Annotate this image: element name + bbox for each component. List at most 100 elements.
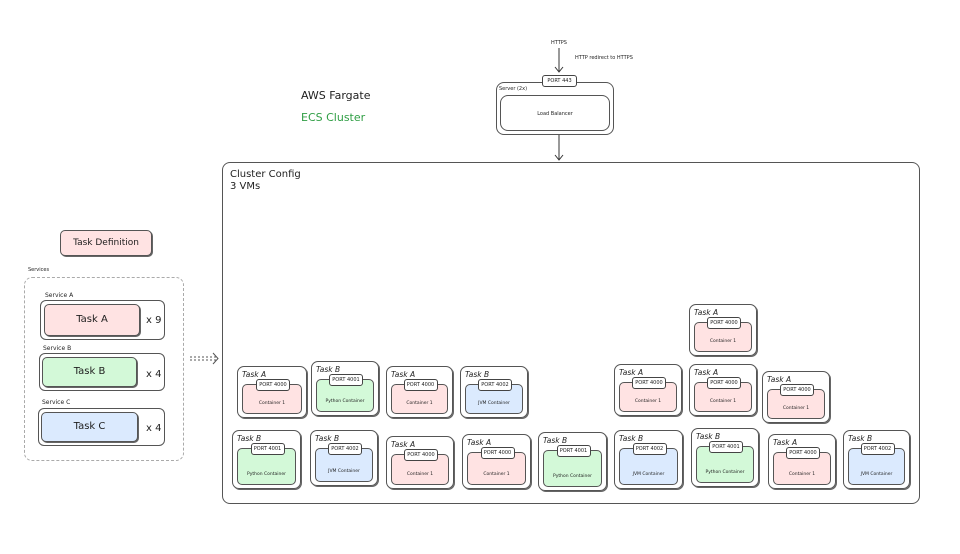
service-a-task: Task A	[44, 304, 140, 336]
service-c-task-label: Task C	[73, 421, 106, 432]
task-name: Task B	[237, 434, 262, 443]
service-c-label: Service C	[42, 399, 71, 406]
task-name: Task B	[465, 370, 490, 379]
service-c-multiplier: x 4	[146, 423, 162, 434]
load-balancer: Load Balancer	[500, 95, 610, 131]
task-card: Task A Container 1 PORT 4000	[462, 434, 531, 489]
task-name: Task B	[543, 436, 568, 445]
container-label: Container 1	[788, 472, 816, 477]
task-name: Task B	[316, 365, 341, 374]
service-b-task-label: Task B	[73, 366, 106, 377]
port-443-box: PORT 443	[542, 75, 577, 87]
task-card: Task B JVM Container PORT 4002	[310, 430, 378, 486]
container-label: Python Container	[246, 472, 287, 477]
container-label: JVM Container	[478, 401, 510, 406]
port-box: PORT 4000	[256, 379, 290, 391]
container-label: Container 1	[634, 399, 662, 404]
cluster-box	[222, 162, 920, 504]
service-a-task-label: Task A	[76, 314, 108, 325]
container-label: Python Container	[325, 399, 365, 404]
container-label: Container 1	[709, 339, 737, 344]
task-card: Task B Python Container PORT 4001	[691, 428, 759, 487]
task-name: Task B	[696, 432, 721, 441]
load-balancer-label: Load Balancer	[537, 111, 573, 117]
task-name: Task A	[694, 368, 719, 377]
task-card: Task A Container 1 PORT 4000	[689, 364, 757, 416]
task-card: Task B Python Container PORT 4001	[232, 430, 301, 489]
task-name: Task B	[315, 434, 340, 443]
legend-ecs-cluster: ECS Cluster	[301, 111, 366, 124]
container-label: Container 1	[483, 472, 510, 477]
service-a-outer	[40, 300, 165, 340]
port-box: PORT 4002	[632, 443, 667, 455]
server-label: Server (2x)	[499, 86, 528, 92]
container-label: Python Container	[552, 474, 593, 479]
legend-aws-fargate: AWS Fargate	[301, 89, 371, 102]
task-card: Task A Container 1 PORT 4000	[237, 366, 307, 418]
port-box: PORT 4001	[250, 443, 285, 455]
service-a-multiplier: x 9	[146, 315, 162, 326]
task-definition-box: Task Definition	[60, 230, 152, 256]
task-name: Task A	[467, 438, 492, 447]
task-card: Task B Python Container PORT 4001	[311, 361, 379, 416]
task-name: Task A	[767, 375, 792, 384]
task-name: Task A	[773, 438, 798, 447]
task-card: Task A Container 1 PORT 4000	[689, 304, 757, 356]
service-c-task: Task C	[41, 412, 138, 442]
port-box: PORT 4001	[329, 374, 363, 386]
container-label: JVM Container	[860, 472, 893, 477]
port-box: PORT 4000	[780, 384, 814, 396]
port-box: PORT 4000	[632, 377, 666, 389]
service-b-label: Service B	[43, 345, 72, 352]
service-c-outer	[38, 408, 165, 446]
container-label: JVM Container	[328, 469, 360, 474]
container-label: Container 1	[782, 406, 810, 411]
port-box: PORT 4002	[328, 443, 362, 455]
port-box: PORT 4000	[403, 379, 438, 391]
task-name: Task A	[694, 308, 719, 317]
task-name: Task A	[619, 368, 644, 377]
service-b-outer	[39, 353, 165, 391]
port-box: PORT 4000	[786, 447, 820, 459]
services-title: Services	[28, 267, 50, 273]
service-a-label: Service A	[45, 292, 74, 299]
cluster-title: Cluster Config 3 VMs	[230, 169, 301, 193]
port-box: PORT 4000	[404, 449, 438, 461]
task-name: Task A	[242, 370, 267, 379]
port-box: PORT 4000	[707, 377, 741, 389]
container-label: Container 1	[406, 401, 433, 406]
cluster-title-line2: 3 VMs	[230, 181, 261, 192]
service-b-multiplier: x 4	[146, 369, 162, 380]
port-box: PORT 4002	[478, 379, 512, 391]
port-443-label: PORT 443	[547, 78, 572, 84]
task-card: Task A Container 1 PORT 4000	[614, 364, 682, 416]
task-name: Task B	[619, 434, 644, 443]
port-box: PORT 4002	[860, 443, 895, 455]
task-card: Task A Container 1 PORT 4000	[768, 434, 836, 489]
container-box	[619, 448, 678, 485]
task-card: Task A Container 1 PORT 4000	[386, 436, 454, 489]
task-card: Task B JVM Container PORT 4002	[460, 366, 528, 418]
redirect-label: HTTP redirect to HTTPS	[575, 55, 633, 61]
container-label: Container 1	[258, 401, 286, 406]
container-label: JVM Container	[632, 472, 665, 477]
services-panel	[24, 277, 184, 461]
cluster-title-line1: Cluster Config	[230, 169, 301, 180]
port-box: PORT 4000	[480, 447, 515, 459]
task-card: Task A Container 1 PORT 4000	[762, 371, 830, 423]
container-box	[242, 384, 302, 414]
task-name: Task A	[391, 440, 416, 449]
task-card: Task B JVM Container PORT 4002	[614, 430, 683, 489]
container-label: Container 1	[709, 399, 737, 404]
https-label: HTTPS	[551, 40, 567, 46]
container-label: Container 1	[406, 472, 434, 477]
task-name: Task B	[848, 434, 873, 443]
port-box: PORT 4000	[707, 317, 741, 329]
task-name: Task A	[391, 370, 416, 379]
port-box: PORT 4001	[709, 441, 743, 453]
container-label: Python Container	[705, 470, 745, 475]
task-card: Task A Container 1 PORT 4000	[386, 366, 453, 418]
task-definition-label: Task Definition	[73, 238, 139, 248]
task-card: Task B JVM Container PORT 4002	[843, 430, 910, 489]
